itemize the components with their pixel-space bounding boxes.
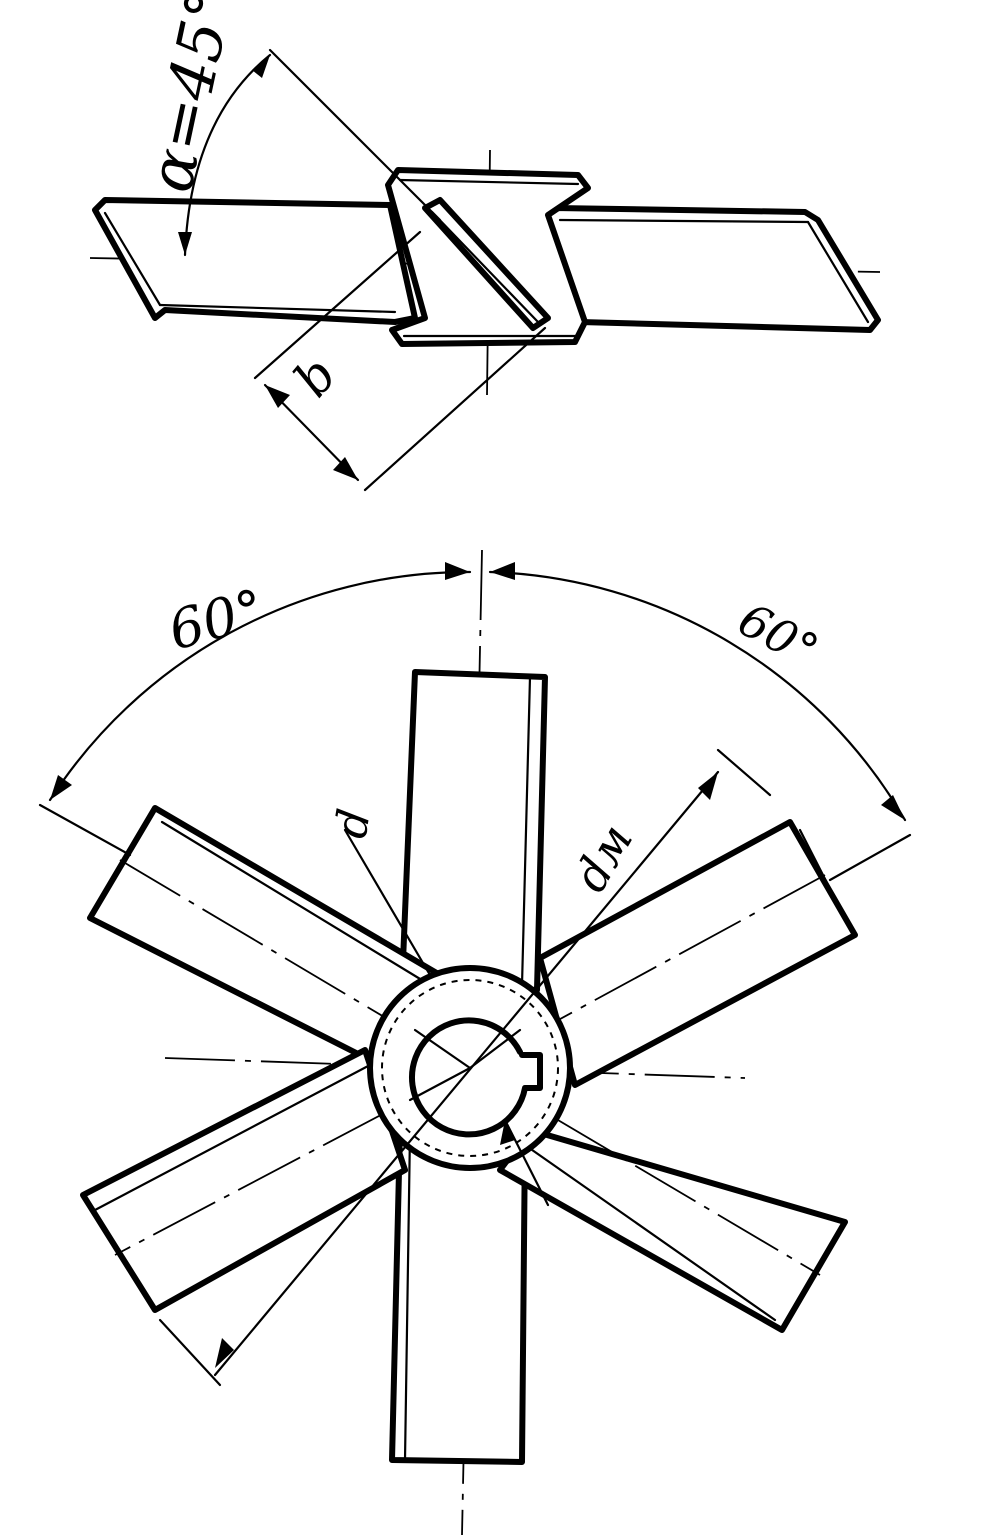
angle-arc-left	[48, 570, 472, 802]
angle-left-label: 60°	[162, 577, 271, 663]
d-label: d	[326, 805, 381, 842]
left-blade-side	[92, 197, 418, 325]
alpha-reference-line	[268, 48, 442, 222]
dm-extension-bottom	[158, 1318, 222, 1387]
dm-label: dм	[563, 815, 644, 901]
blade-lower-right	[497, 1127, 848, 1333]
blade-lower	[389, 1127, 528, 1465]
angle-right-label: 60°	[730, 592, 827, 678]
b-extension-lower	[363, 326, 547, 492]
arc-arrow-right-top	[490, 562, 515, 580]
d-arrow	[500, 1120, 515, 1145]
arc-arrow-left-end	[50, 775, 72, 800]
b-arrow-bottom	[333, 457, 358, 480]
d-leader-line	[343, 828, 432, 977]
top-view: 60° 60° d dм	[38, 549, 912, 1536]
arc-arrow-right-end	[881, 795, 905, 820]
alpha-arc	[183, 53, 272, 257]
blade-lower-left	[80, 1047, 408, 1313]
dm-arrow-top	[698, 772, 718, 800]
dm-extension-top	[716, 748, 772, 797]
b-label: b	[283, 346, 348, 408]
alpha-arrow-bottom	[178, 232, 192, 255]
b-extension-upper	[253, 230, 422, 380]
d-dimension-line	[503, 1118, 550, 1207]
arc-extension-right	[828, 833, 912, 882]
dm-arrow-bottom	[215, 1338, 234, 1368]
arc-arrow-left-top	[445, 562, 470, 580]
alpha-arrow-top	[252, 55, 270, 78]
dm-dimension-line	[213, 770, 720, 1377]
right-blade-side	[542, 205, 881, 333]
side-view: α=45° b	[89, 0, 881, 492]
shaft-bore	[409, 1017, 543, 1138]
b-arrow-top	[265, 385, 290, 408]
hub-side	[385, 167, 591, 347]
angle-arc-right	[488, 570, 907, 822]
hub-dashed-circle	[381, 979, 559, 1157]
blade-upper	[399, 669, 548, 993]
arc-extension-left	[38, 803, 132, 857]
